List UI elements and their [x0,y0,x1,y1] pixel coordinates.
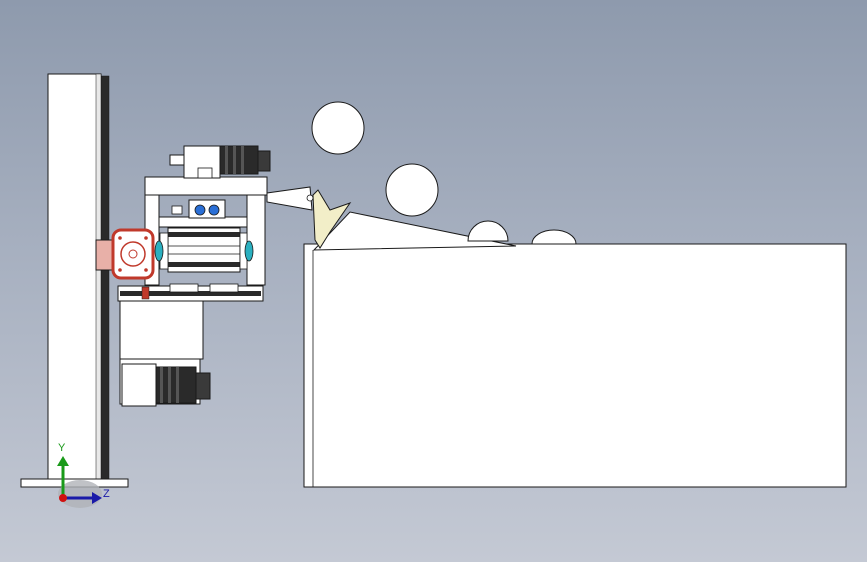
machine-body [303,189,847,488]
column-inner-edge [95,73,102,481]
coupling-knob [171,205,183,215]
machine-main-box [303,243,847,488]
gearbox-hub [128,249,138,259]
machine-sloped-top [312,211,517,251]
linkage-arm-bar [266,186,313,211]
upper-motor-bracket [197,167,213,179]
upper-motor-fin-2 [233,146,236,174]
gearbox-side-tab [95,239,114,271]
column-front-plate [47,73,102,481]
mounting-plate-block-2 [209,283,239,293]
triad-y-label: Y [58,442,66,454]
lower-motor [121,363,211,407]
lower-motor-fin-1 [160,367,163,403]
triad-z-arrow-icon [92,492,102,504]
triad-z-label: Z [103,488,110,500]
roller-large-top [311,101,365,155]
teal-bearing-left [154,240,164,262]
linkage-pivot [306,194,314,202]
upper-motor [169,145,271,179]
lower-block-body [119,300,204,360]
gearbox-hole [120,241,146,267]
coupling [171,199,226,219]
upper-frame-right-post [246,194,266,286]
slide-block-bottom-rail [168,262,240,267]
lower-motor-flange [121,363,157,407]
mounting-plate-dark-strip [120,291,261,296]
lower-motor-fin-3 [176,367,179,403]
lower-motor-cap [195,372,211,400]
gearbox-bolt-3 [118,268,122,272]
left-column [20,73,129,488]
upper-motor-fin-3 [241,146,244,174]
lower-motor-fin-2 [168,367,171,403]
gearbox-bolt-4 [144,268,148,272]
mounting-plate-block-1 [169,283,199,293]
upper-motor-cap [257,150,271,172]
red-stop-block [141,286,150,300]
triad-y-arrow-icon [57,456,69,466]
gearbox-bolt-2 [144,236,148,240]
coupling-blue-hub-2 [208,204,220,216]
gearbox [95,228,155,280]
roller-large-mid [385,163,439,217]
mounting-plate [117,283,264,302]
triad-origin [59,494,67,502]
coupling-blue-hub-1 [194,204,206,216]
upper-motor-fin-1 [225,146,228,174]
teal-bearing-right [244,240,254,262]
upper-motor-shaft [169,154,185,166]
linkage-arm [266,186,314,211]
guide-plate [312,189,352,249]
slide-block [154,227,254,273]
gearbox-bolt-1 [118,236,122,240]
triad-shadow [58,480,102,508]
roller-small-2 [531,229,577,245]
upper-frame-top-bar [144,176,268,196]
rollers [311,101,577,245]
slide-block-top-rail [168,232,240,237]
coordinate-triad [57,456,102,508]
column-dark-edge [100,75,110,481]
roller-small-1 [467,220,509,242]
coupling-body [188,199,226,219]
